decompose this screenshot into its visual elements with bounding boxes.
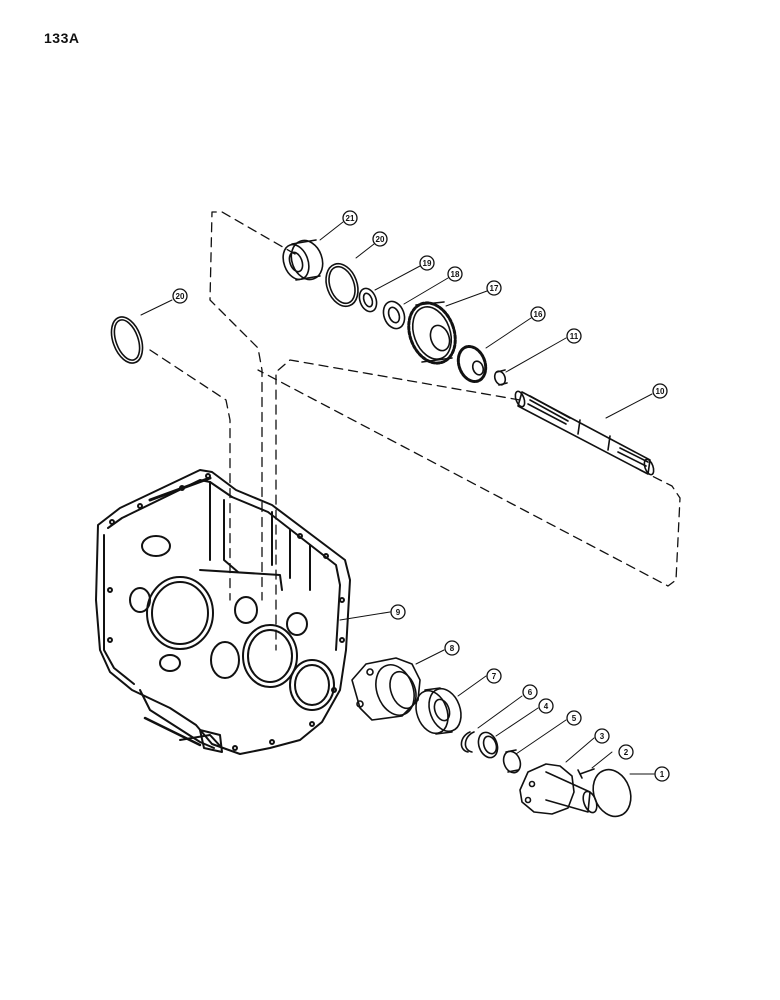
callout-2: 2: [618, 744, 634, 760]
svg-text:6: 6: [528, 688, 533, 697]
svg-text:10: 10: [656, 387, 665, 396]
callout-19: 19: [419, 255, 435, 271]
leader-9: [339, 611, 391, 621]
part-10-shaft: [514, 390, 655, 476]
part-1-o-ring: [592, 768, 632, 818]
callout-4: 4: [538, 698, 554, 714]
dashed-assembly-lines: [149, 211, 681, 651]
svg-text:20: 20: [376, 235, 385, 244]
callout-17: 17: [486, 280, 502, 296]
callout-8: 8: [444, 640, 460, 656]
part-7-bearing: [415, 687, 462, 735]
svg-text:4: 4: [544, 702, 549, 711]
part-8-bearing-retainer: [351, 657, 421, 721]
callout-3: 3: [594, 728, 610, 744]
svg-text:3: 3: [600, 732, 605, 741]
part-5-cup: [502, 749, 522, 774]
svg-text:5: 5: [572, 714, 577, 723]
part-11-bushing: [493, 369, 508, 386]
svg-text:2: 2: [624, 748, 629, 757]
callout-20: 20: [372, 231, 388, 247]
callout-20-left: 20: [172, 288, 188, 304]
part-20-snap-ring-upper: [325, 262, 359, 308]
svg-text:18: 18: [451, 270, 460, 279]
svg-text:8: 8: [450, 644, 455, 653]
callout-16: 16: [530, 306, 546, 322]
callout-5: 5: [566, 710, 582, 726]
part-20-snap-ring-left: [110, 316, 144, 364]
part-18-washer: [382, 300, 406, 330]
svg-text:1: 1: [660, 770, 665, 779]
svg-text:17: 17: [490, 284, 499, 293]
leader-lines: [140, 221, 655, 775]
part-17-large-gear: [407, 301, 457, 365]
part-6-snap-ring: [460, 731, 475, 753]
part-21-bearing: [282, 239, 324, 281]
callout-7: 7: [486, 668, 502, 684]
svg-text:11: 11: [570, 332, 579, 341]
svg-text:20: 20: [176, 292, 185, 301]
part-4-race: [477, 731, 499, 759]
part-2-bolt: [577, 768, 595, 779]
callout-1: 1: [654, 766, 670, 782]
transmission-housing: [95, 469, 351, 755]
part-19-spacer: [358, 287, 378, 313]
part-16-small-gear: [456, 345, 488, 383]
svg-text:19: 19: [423, 259, 432, 268]
svg-text:9: 9: [396, 608, 401, 617]
page-number: 133A: [44, 30, 80, 46]
svg-text:16: 16: [534, 310, 543, 319]
callout-10: 10: [652, 383, 668, 399]
callout-9: 9: [390, 604, 406, 620]
callout-21: 21: [342, 210, 358, 226]
callout-18: 18: [447, 266, 463, 282]
svg-text:21: 21: [346, 214, 355, 223]
svg-text:7: 7: [492, 672, 497, 681]
callout-11: 11: [566, 328, 582, 344]
callout-6: 6: [522, 684, 538, 700]
